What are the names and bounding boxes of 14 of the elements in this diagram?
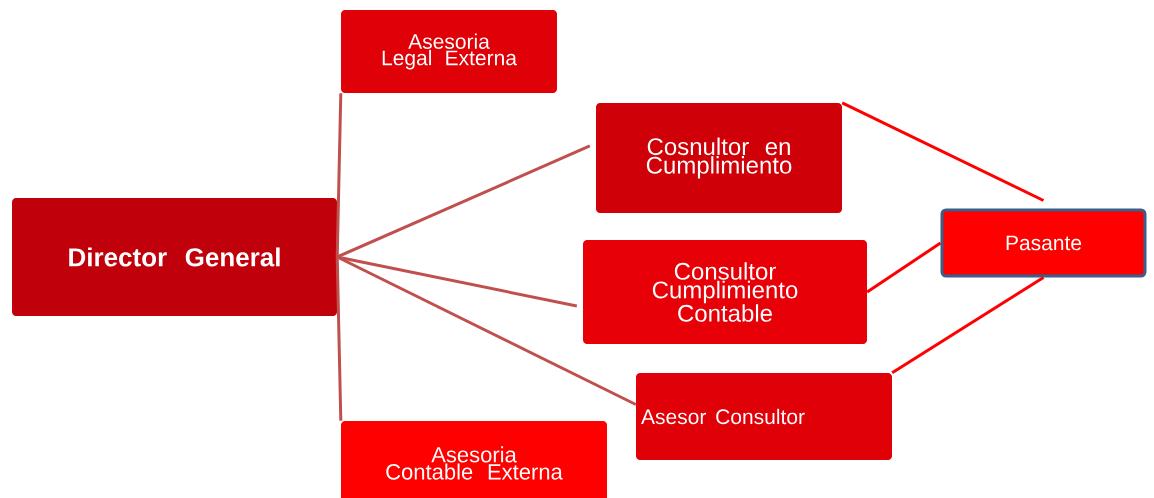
role-box: Consultor Cumplimiento Contable xyxy=(583,240,867,344)
connector-line xyxy=(336,255,637,406)
role-box: Director General xyxy=(12,198,337,316)
role-box: Cosnultor en Cumplimiento xyxy=(596,103,842,213)
role-box: Pasante xyxy=(940,208,1147,278)
connector-line xyxy=(335,256,343,421)
connector-line xyxy=(866,241,942,294)
connector-line xyxy=(841,101,1045,202)
role-box: Asesoria Legal Externa xyxy=(341,10,557,93)
connector-line xyxy=(336,144,591,259)
role-box: Asesoria Contable Externa xyxy=(341,421,607,498)
connector-line xyxy=(335,93,343,258)
connector-line xyxy=(891,276,1045,375)
role-box: Asesor Consultor xyxy=(636,373,892,460)
